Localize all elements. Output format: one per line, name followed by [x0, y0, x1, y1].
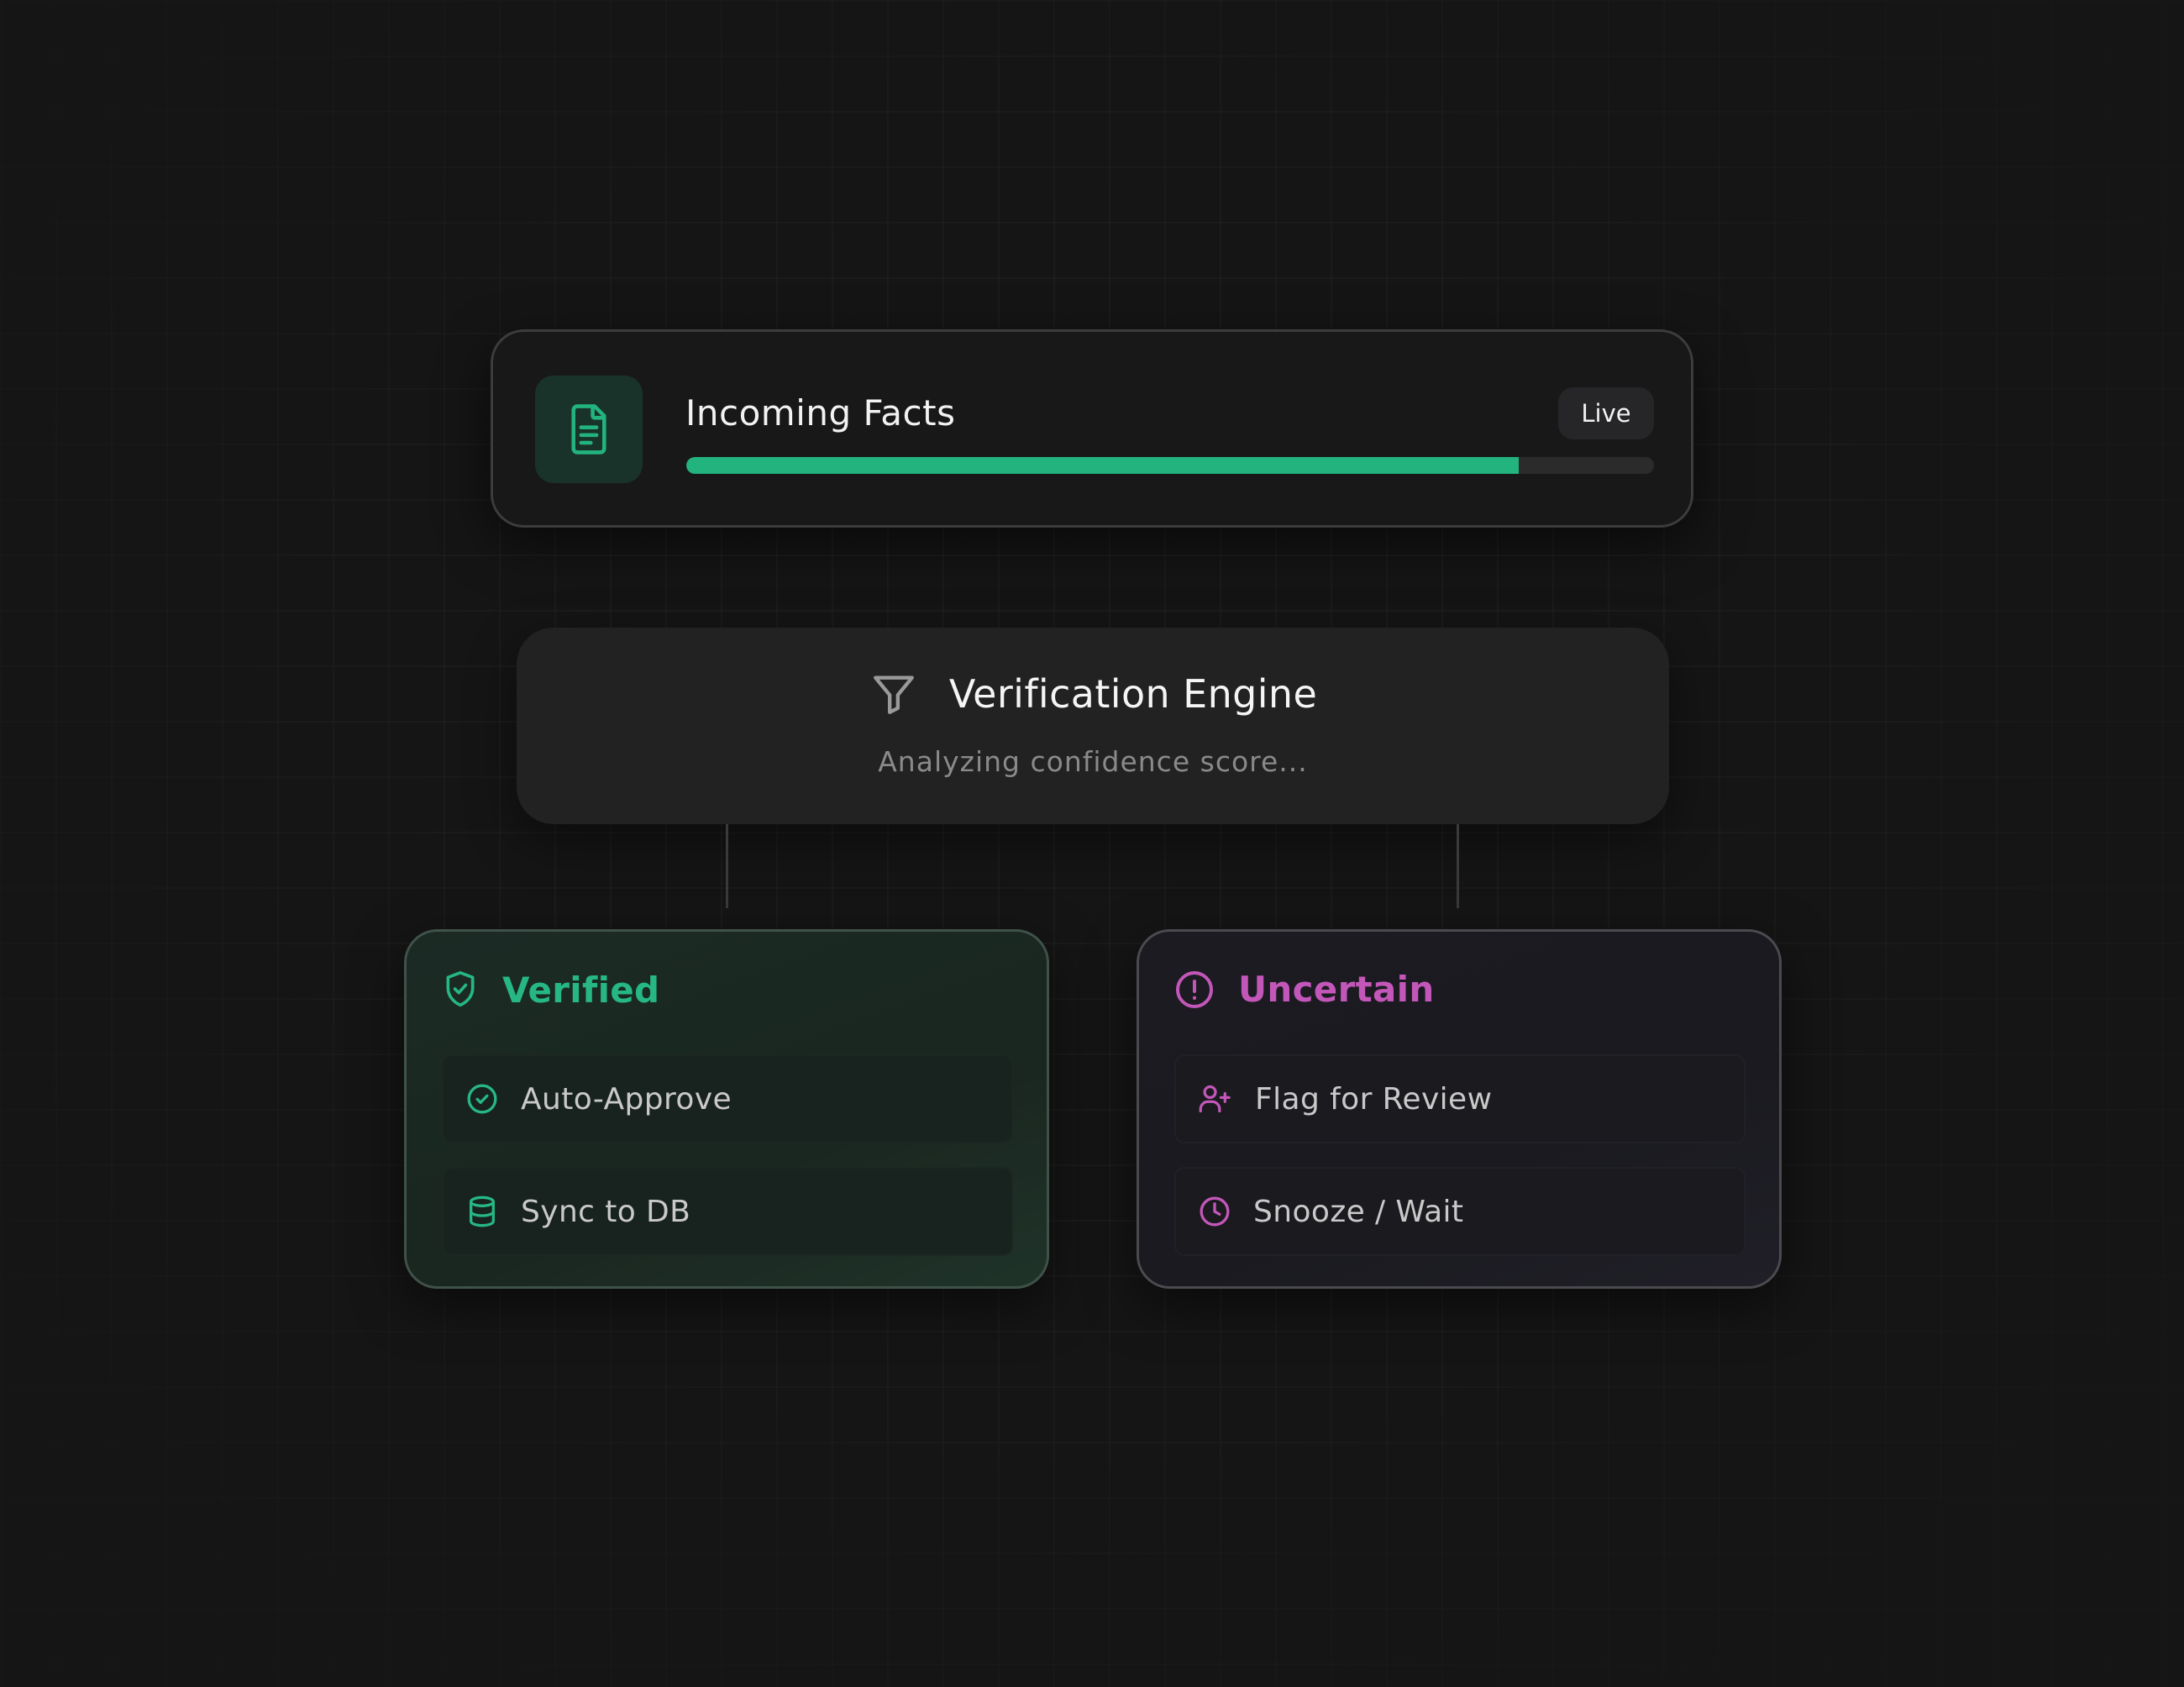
live-badge: Live [1558, 387, 1654, 439]
incoming-facts-title: Incoming Facts [685, 392, 956, 434]
action-label: Snooze / Wait [1253, 1194, 1464, 1229]
database-icon [465, 1195, 499, 1228]
document-icon [565, 402, 612, 456]
engine-title-row: Verification Engine [517, 670, 1669, 718]
document-icon-tile [535, 376, 643, 483]
shield-check-icon [442, 969, 479, 1011]
connector-line-uncertain [1457, 824, 1459, 908]
alert-circle-icon [1174, 970, 1215, 1010]
funnel-icon [869, 670, 919, 718]
connector-line-verified [726, 824, 728, 908]
verification-engine-title: Verification Engine [948, 671, 1318, 717]
action-flag-for-review[interactable]: Flag for Review [1174, 1054, 1746, 1143]
action-label: Auto-Approve [521, 1081, 732, 1117]
verified-branch-title: Verified [502, 969, 660, 1011]
uncertain-branch-header: Uncertain [1174, 969, 1435, 1010]
check-circle-icon [465, 1082, 499, 1116]
uncertain-branch-card[interactable]: Uncertain Flag for Review Snooze / Wai [1137, 929, 1782, 1289]
incoming-progress-bar [686, 457, 1654, 474]
uncertain-branch-title: Uncertain [1238, 969, 1435, 1010]
action-label: Sync to DB [521, 1194, 691, 1229]
user-plus-icon [1198, 1082, 1233, 1116]
verified-branch-header: Verified [442, 969, 659, 1011]
verification-engine-card[interactable]: Verification Engine Analyzing confidence… [517, 628, 1669, 824]
progress-fill [686, 457, 1519, 474]
verification-engine-status: Analyzing confidence score... [878, 745, 1308, 778]
action-label: Flag for Review [1255, 1081, 1493, 1117]
verified-branch-card[interactable]: Verified Auto-Approve Sync to DB [404, 929, 1049, 1289]
action-snooze-wait[interactable]: Snooze / Wait [1174, 1167, 1746, 1256]
action-sync-to-db[interactable]: Sync to DB [442, 1167, 1013, 1256]
clock-icon [1198, 1195, 1231, 1228]
incoming-facts-card[interactable]: Incoming Facts Live [491, 329, 1693, 528]
action-auto-approve[interactable]: Auto-Approve [442, 1054, 1013, 1143]
